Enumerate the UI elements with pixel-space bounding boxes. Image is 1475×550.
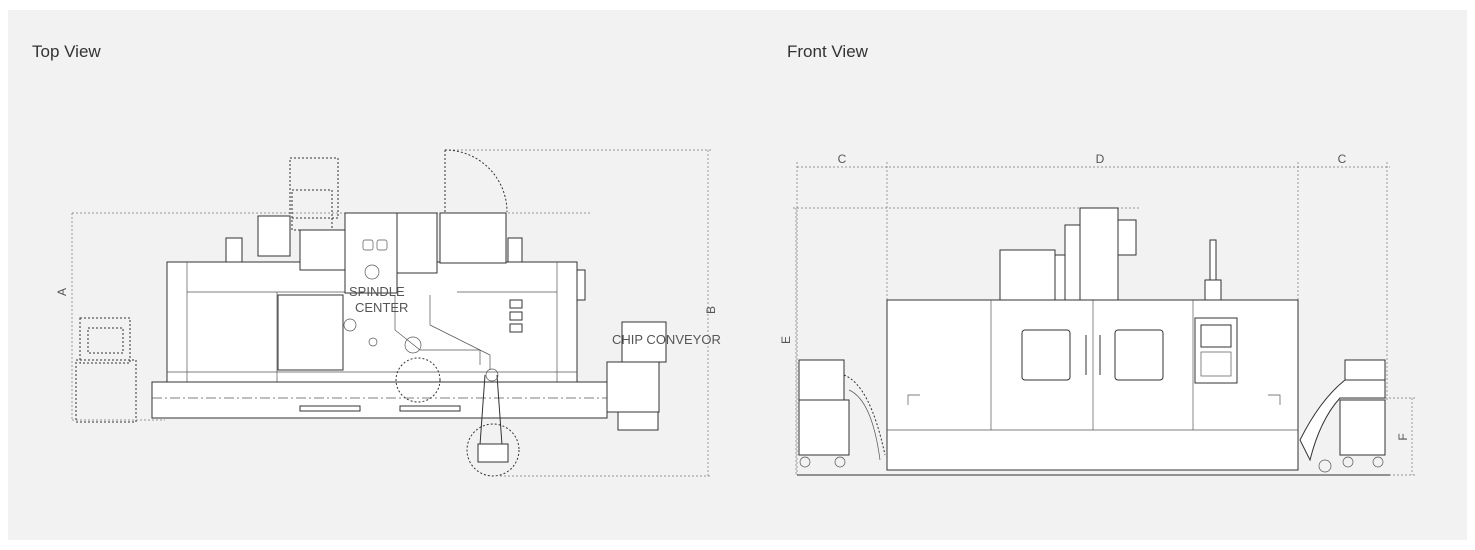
top-inner-left bbox=[277, 294, 344, 371]
dim-c-left-label: C bbox=[838, 152, 847, 166]
top-lower-bed bbox=[151, 381, 608, 419]
upper-access-box bbox=[289, 157, 339, 219]
top-spindle-head bbox=[344, 212, 398, 294]
top-small-left bbox=[225, 237, 243, 263]
top-spindle-side bbox=[396, 212, 438, 274]
top-right-block bbox=[439, 212, 507, 264]
chip-conveyor-body bbox=[606, 361, 660, 413]
detail-circle-1 bbox=[395, 357, 441, 403]
spindle-center-label-2: CENTER bbox=[355, 300, 408, 315]
top-small-right bbox=[507, 237, 523, 263]
front-door-window-right bbox=[1114, 329, 1164, 381]
dim-a-label: A bbox=[55, 288, 69, 296]
front-coolant-unit bbox=[798, 359, 845, 401]
signal-tower bbox=[1209, 239, 1217, 281]
front-view-title: Front View bbox=[787, 42, 868, 61]
dim-b-label: B bbox=[704, 306, 718, 314]
spindle-center-label-1: SPINDLE bbox=[349, 284, 405, 299]
front-chip-bin bbox=[1339, 399, 1386, 456]
dim-f-label: F bbox=[1396, 433, 1410, 440]
dim-c-right-label: C bbox=[1338, 152, 1347, 166]
left-hydraulic-unit bbox=[79, 317, 131, 364]
top-left-bracket bbox=[299, 229, 346, 271]
top-view-title: Top View bbox=[32, 42, 101, 61]
top-view-drawing: A B bbox=[55, 149, 721, 477]
front-tool-magazine bbox=[999, 249, 1056, 301]
front-door-window-left bbox=[1021, 329, 1071, 381]
upper-access-inner bbox=[291, 189, 333, 231]
front-chip-conveyor bbox=[1299, 379, 1386, 462]
front-view-drawing: C D C E F bbox=[779, 152, 1415, 476]
detail-circle-2 bbox=[466, 423, 520, 477]
dim-d-label: D bbox=[1096, 152, 1105, 166]
chip-conveyor-label: CHIP CONVEYOR bbox=[612, 332, 721, 347]
front-spindle-head bbox=[1079, 207, 1119, 301]
dim-e-label: E bbox=[779, 336, 793, 344]
top-motor-left bbox=[257, 215, 291, 257]
